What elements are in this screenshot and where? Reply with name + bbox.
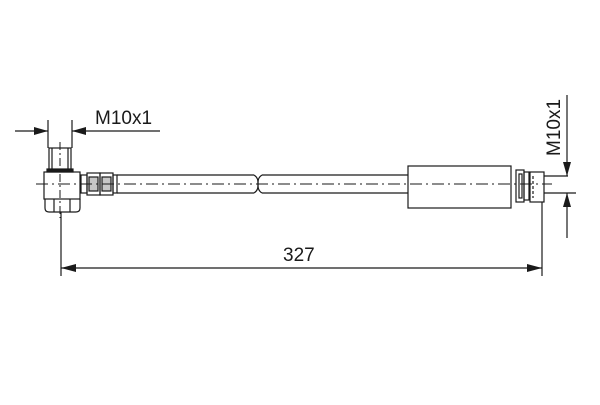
protective-sleeve: [407, 165, 512, 209]
right-thread-dimension: [563, 95, 571, 238]
overall-length-label: 327: [283, 245, 315, 266]
left-thread-dimension: [15, 120, 160, 148]
right-thread-label: M10x1: [544, 98, 565, 156]
left-fitting: [43, 142, 81, 218]
overall-length-dimension: [60, 202, 543, 276]
left-thread-label: M10x1: [95, 108, 153, 129]
right-fitting: [515, 169, 576, 203]
